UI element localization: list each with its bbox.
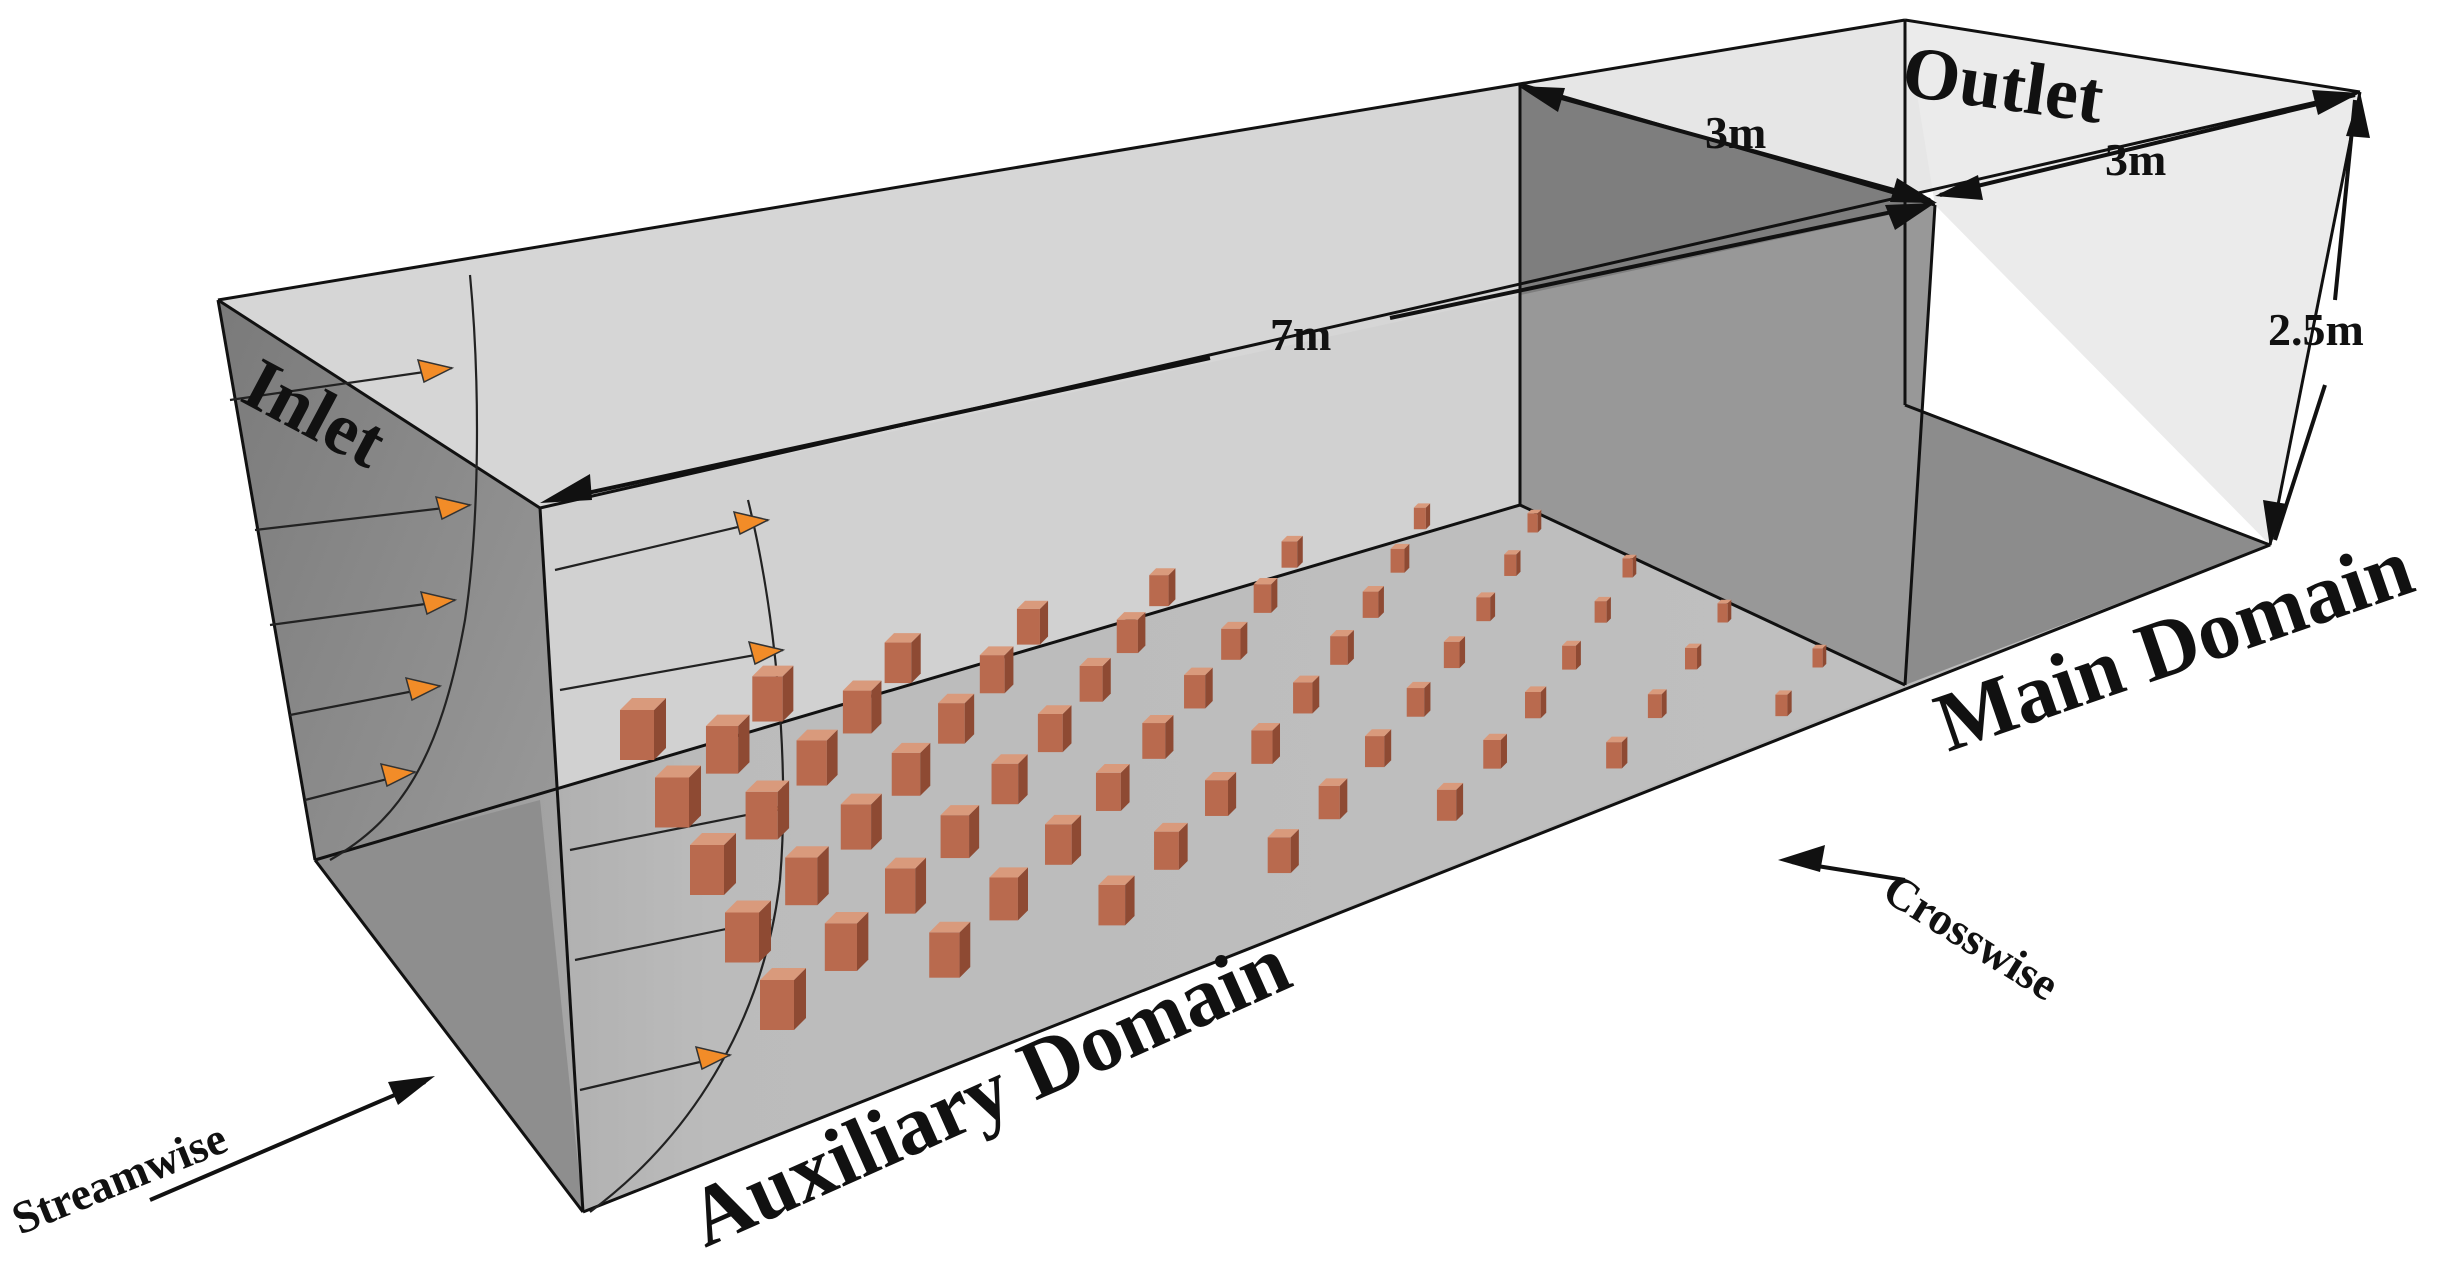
roughness-block [1251, 722, 1281, 764]
flow-arrowhead [419, 590, 458, 616]
roughness-block [1253, 578, 1278, 613]
crosswise-label: Crosswise [1875, 863, 2068, 1010]
roughness-block [1293, 675, 1320, 714]
roughness-block [725, 900, 771, 963]
roughness-block [842, 680, 882, 734]
roughness-block [1717, 599, 1732, 623]
flow-arrowheads [379, 358, 786, 1071]
flow-arrowhead [379, 762, 418, 788]
flow-arrowhead [747, 640, 786, 666]
roughness-blocks [620, 503, 1827, 1030]
roughness-block [1116, 612, 1146, 654]
roughness-block [1037, 705, 1072, 753]
roughness-block [1606, 736, 1628, 769]
box-edges [216, 18, 2362, 1214]
roughness-block [1504, 550, 1521, 576]
roughness-block [1079, 657, 1111, 702]
roughness-block [1443, 636, 1466, 669]
dimension-lines [149, 86, 2370, 1202]
roughness-block [620, 698, 666, 760]
roughness-block [979, 646, 1014, 694]
roughness-block [1476, 592, 1496, 622]
roughness-block [760, 968, 806, 1030]
roughness-block [1330, 629, 1354, 665]
floor-shadow-strip [315, 800, 583, 1212]
roughness-block [989, 867, 1028, 921]
roughness-block [1525, 686, 1547, 719]
roughness-block [1016, 600, 1049, 645]
roughness-block [1594, 596, 1611, 623]
roughness-block [690, 833, 736, 895]
roughness-block [752, 665, 794, 722]
roughness-block [1406, 681, 1431, 717]
roughness-block [940, 805, 980, 859]
roughness-block [884, 633, 921, 684]
roughness-block [1812, 644, 1827, 668]
roughness-block [1095, 764, 1130, 811]
roughness-block [938, 693, 975, 744]
roughness-block [885, 857, 927, 914]
roughness-block [1281, 535, 1303, 568]
outlet-face [1905, 20, 2360, 545]
height-dimension-label: 2.5m [2268, 304, 2364, 355]
roughness-block [1483, 733, 1507, 769]
roughness-block [1365, 729, 1392, 768]
flow-arrowhead [434, 495, 473, 521]
roughness-block [929, 921, 971, 978]
roughness-block [1098, 875, 1135, 926]
roughness-block [1413, 503, 1431, 530]
flow-arrowhead [404, 676, 443, 702]
roughness-block [1362, 586, 1384, 618]
roughness-block [785, 846, 829, 906]
roughness-block [991, 754, 1028, 805]
roughness-block [840, 793, 882, 850]
roughness-block [705, 714, 750, 774]
roughness-block [796, 729, 838, 786]
roughness-block [1527, 509, 1542, 533]
main-width-dimension-label: 3m [1705, 107, 1766, 158]
roughness-block [1142, 714, 1174, 759]
roughness-block [1390, 543, 1410, 573]
roughness-block [1205, 772, 1237, 816]
roughness-block [1154, 822, 1188, 870]
length-dimension-label: 7m [1270, 309, 1331, 360]
roughness-block [1622, 554, 1637, 578]
near-side-face [540, 205, 1935, 1212]
roughness-block [1647, 689, 1667, 719]
flow-arrowhead [732, 510, 771, 536]
roughness-block [1184, 667, 1213, 709]
interface-wall [1520, 84, 1935, 685]
roughness-block [1318, 778, 1348, 820]
roughness-block [1685, 643, 1702, 670]
roughness-block [1267, 829, 1299, 874]
roughness-block [1221, 621, 1248, 660]
outlet-width-dimension-label: 3m [2105, 134, 2166, 185]
roughness-block [891, 742, 931, 796]
flow-arrowhead [694, 1045, 733, 1071]
roughness-block [1436, 782, 1464, 821]
roughness-block [1149, 568, 1176, 607]
roughness-block [1045, 814, 1082, 865]
flow-arrowhead [416, 358, 455, 384]
roughness-block [824, 911, 869, 971]
roughness-block [745, 780, 790, 840]
roughness-block [655, 765, 701, 828]
roughness-block [1775, 690, 1792, 717]
roughness-block [1562, 640, 1581, 670]
